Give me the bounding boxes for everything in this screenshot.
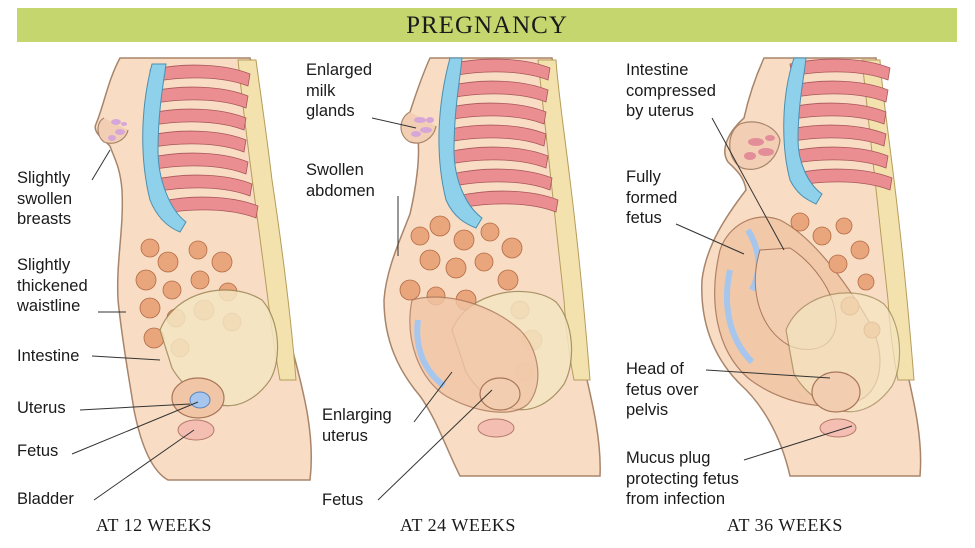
- label-intestine-12: Intestine: [17, 347, 80, 365]
- milk-glands-24: [411, 117, 434, 137]
- label-fetus-12: Fetus: [17, 442, 59, 460]
- fetus-24: [479, 377, 521, 411]
- cartilage-36: [783, 57, 823, 205]
- breast-24: [400, 111, 437, 144]
- spine-24: [537, 59, 591, 381]
- fetus-12: [189, 391, 211, 409]
- label-uterus-12: Uterus: [17, 399, 66, 417]
- label-bladder-12: Bladder: [17, 490, 74, 508]
- leader-lines-12: [71, 149, 199, 501]
- caption-24-weeks: AT 24 WEEKS: [400, 515, 516, 535]
- milk-glands-12: [108, 119, 127, 141]
- bladder-24: [477, 418, 515, 438]
- cartilage-24: [438, 57, 483, 229]
- milk-glands-36: [744, 135, 775, 160]
- figure-12-weeks: [71, 57, 313, 501]
- spine-12: [237, 59, 297, 381]
- fetus-head-36: [811, 371, 861, 413]
- title-bar: PREGNANCY: [17, 8, 957, 42]
- bladder-36: [819, 418, 857, 438]
- figure-24-weeks: [371, 57, 601, 501]
- amniotic-fluid-24: [414, 319, 446, 389]
- figure-36-weeks: [675, 57, 922, 477]
- breast-12: [97, 117, 129, 144]
- leader-lines-24: [371, 117, 493, 501]
- caption-12-weeks: AT 12 WEEKS: [96, 515, 212, 535]
- label-fetus-24: Fetus: [322, 491, 364, 509]
- page-title: PREGNANCY: [406, 12, 568, 39]
- leader-lines-36: [675, 117, 853, 461]
- caption-36-weeks: AT 36 WEEKS: [727, 515, 843, 535]
- cartilage-12: [142, 63, 187, 233]
